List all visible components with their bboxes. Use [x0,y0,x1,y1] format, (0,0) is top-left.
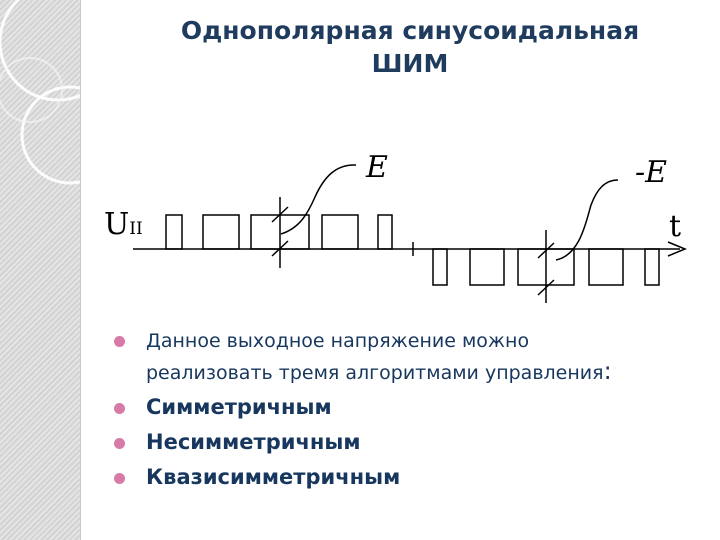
time-axis-arrow [667,241,687,257]
bullet-intro: Данное выходное напряжение можно реализо… [114,326,714,388]
x-axis-label: t [669,209,681,244]
label-e-positive: E [365,150,388,185]
positive-amplitude-marker [271,164,357,268]
pulse [432,248,448,286]
bullet-dot [114,473,125,484]
bullet-asymmetric: Несимметричным [114,427,714,458]
bullet-list: Данное выходное напряжение можно реализо… [114,326,714,493]
title-line-1: Однополярная синусоидальная [180,16,640,45]
decorative-circles [0,0,80,185]
label-e-negative: -E [635,155,667,190]
slide-title: Однополярная синусоидальная ШИМ [110,14,710,80]
pulse [377,214,393,250]
negative-pulses [432,248,660,286]
pulse [644,248,660,286]
intro-colon: : [603,357,612,385]
pulse [165,214,183,250]
y-axis-label: UII [104,207,143,242]
pulse [321,214,359,250]
pulse [469,248,505,286]
bullet-quasisymmetric: Квазисимметричным [114,462,714,493]
bullet-label: Несимметричным [146,430,361,454]
negative-amplitude-marker [537,179,619,303]
intro-line-2: реализовать тремя алгоритмами управления… [146,357,612,385]
decorative-side-strip [0,0,81,540]
pwm-diagram: E -E UII t [104,150,687,303]
bullet-dot [114,403,125,414]
intro-line-1: Данное выходное напряжение можно [146,330,530,352]
pulse [202,214,240,250]
pulse [588,248,624,286]
positive-pulses [165,214,393,250]
bullet-symmetric: Симметричным [114,392,714,423]
title-line-2: ШИМ [371,49,449,78]
bullet-label: Симметричным [146,395,332,419]
bullet-dot [114,438,125,449]
bullet-label: Квазисимметричным [146,465,401,489]
bullet-dot [114,336,125,347]
